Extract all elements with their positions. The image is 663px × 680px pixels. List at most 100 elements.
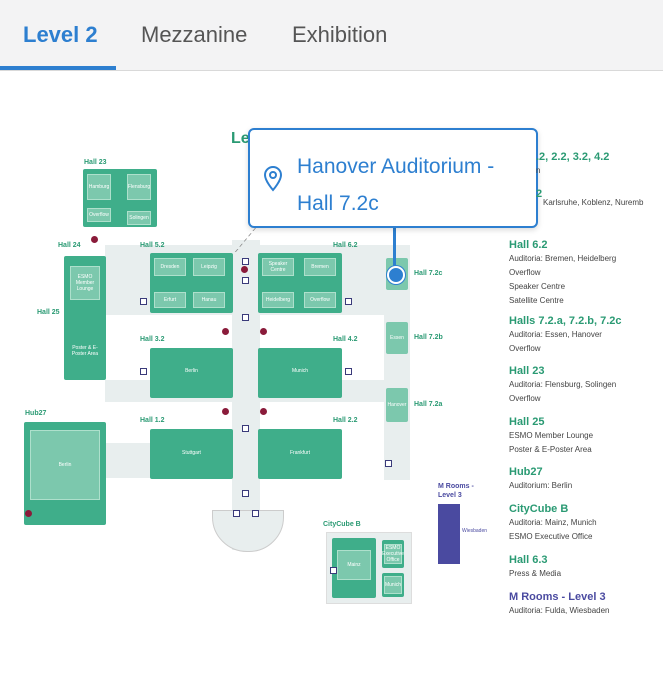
m-rooms-label: M Rooms - Level 3 — [438, 483, 474, 499]
elevator-icon — [140, 368, 147, 375]
legend-line: ESMO Executive Office — [509, 532, 593, 541]
location-pin-icon — [264, 166, 282, 192]
citycube-b-label: CityCube B — [323, 521, 361, 528]
legend-title: .2, 2.2, 3.2, 4.2 — [536, 151, 610, 163]
hall-4-2[interactable] — [258, 348, 342, 398]
elevator-icon — [242, 277, 249, 284]
legend-line: Auditoria: Essen, Hanover — [509, 330, 602, 339]
legend-line: Overflow — [509, 344, 541, 353]
room[interactable]: Overflow — [304, 292, 336, 308]
legend-line: Auditorium: Berlin — [509, 481, 573, 490]
room-label: Poster & E-Poster Area — [71, 345, 99, 357]
restricted-icon — [260, 328, 267, 335]
rotunda — [212, 510, 284, 552]
room-label: Hanover — [387, 402, 407, 408]
room[interactable]: Speaker Centre — [262, 258, 294, 276]
hall-2-2-label: Hall 2.2 — [333, 417, 358, 424]
restricted-icon — [222, 328, 229, 335]
restricted-icon — [241, 266, 248, 273]
legend-entry: Hall 6.2 Auditoria: Bremen, Heidelberg O… — [509, 239, 616, 307]
selected-location-marker[interactable] — [387, 266, 405, 284]
hub27-label: Hub27 — [25, 410, 47, 417]
legend-title: 2 — [536, 188, 543, 200]
legend-entry: Halls 7.2.a, 7.2.b, 7.2c Auditoria: Esse… — [509, 315, 622, 355]
legend-line: Overflow — [509, 268, 541, 277]
hall-7-2a-label: Hall 7.2a — [414, 401, 443, 408]
room[interactable]: Heidelberg — [262, 292, 294, 308]
hall-1-2[interactable] — [150, 429, 233, 479]
hall-7-2a[interactable] — [386, 388, 408, 422]
elevator-icon — [345, 368, 352, 375]
room[interactable]: Hamburg — [87, 174, 111, 200]
hall-25-label: Hall 25 — [37, 309, 60, 316]
elevator-icon — [330, 567, 337, 574]
room[interactable]: Leipzig — [193, 258, 225, 276]
legend-entry: 2 Karlsruhe, Koblenz, Nuremb — [509, 188, 644, 209]
hall-4-2-label: Hall 4.2 — [333, 336, 358, 343]
legend-entry: Hall 23 Auditoria: Flensburg, Solingen O… — [509, 365, 616, 405]
elevator-icon — [242, 490, 249, 497]
legend-line: Overflow — [509, 394, 541, 403]
tab-mezzanine[interactable]: Mezzanine — [141, 22, 248, 47]
elevator-icon — [140, 298, 147, 305]
room[interactable]: Munich — [384, 576, 402, 594]
level-tab-bar: Level 2 Mezzanine Exhibition — [0, 0, 663, 71]
legend-entry: M Rooms - Level 3 Auditoria: Fulda, Wies… — [509, 591, 610, 617]
room[interactable]: Berlin — [30, 430, 100, 500]
hall-23-label: Hall 23 — [84, 159, 107, 166]
elevator-icon — [242, 425, 249, 432]
room-label: Wiesbaden — [462, 528, 488, 534]
room[interactable]: Solingen — [127, 211, 151, 225]
legend-line: n — [536, 166, 541, 175]
floor-map[interactable]: Le Hall 23 Hamburg Flensburg Overflow So… — [0, 70, 663, 680]
hall-24-label: Hall 24 — [58, 242, 81, 249]
room[interactable]: ESMO Member Lounge — [70, 266, 100, 300]
room[interactable]: Bremen — [304, 258, 336, 276]
legend-entry: Hall 25 ESMO Member Lounge Poster & E-Po… — [509, 416, 593, 456]
elevator-icon — [242, 314, 249, 321]
map-title: Le — [231, 130, 250, 147]
elevator-icon — [242, 258, 249, 265]
legend-entry: .2, 2.2, 3.2, 4.2 n — [509, 151, 609, 177]
legend-entry: Hall 6.3 Press & Media — [509, 554, 561, 580]
room[interactable]: Hanau — [193, 292, 225, 308]
tab-level-2[interactable]: Level 2 — [23, 22, 98, 47]
hall-3-2[interactable] — [150, 348, 233, 398]
hall-1-2-label: Hall 1.2 — [140, 417, 165, 424]
pin-stem — [393, 228, 396, 266]
active-tab-indicator — [0, 66, 116, 70]
legend-line: Press & Media — [509, 569, 562, 578]
elevator-icon — [233, 510, 240, 517]
hall-3-2-label: Hall 3.2 — [140, 336, 165, 343]
corridor — [105, 380, 385, 402]
room[interactable]: Dresden — [154, 258, 186, 276]
room-label: Berlin — [185, 368, 198, 374]
elevator-icon — [345, 298, 352, 305]
restricted-icon — [222, 408, 229, 415]
legend-title: Hall 25 — [509, 416, 545, 428]
legend-line: Auditoria: Mainz, Munich — [509, 518, 597, 527]
room[interactable]: Overflow — [87, 208, 111, 222]
hall-7-2c-label: Hall 7.2c — [414, 270, 443, 277]
tab-exhibition[interactable]: Exhibition — [292, 22, 388, 47]
room-label: Frankfurt — [289, 450, 310, 456]
hall-5-2-label: Hall 5.2 — [140, 242, 165, 249]
legend-line: Auditoria: Fulda, Wiesbaden — [509, 606, 610, 615]
legend-line: Karlsruhe, Koblenz, Nuremb — [543, 198, 644, 207]
restricted-icon — [25, 510, 32, 517]
legend-entry: Hub27 Auditorium: Berlin — [509, 466, 572, 492]
room[interactable]: Erfurt — [154, 292, 186, 308]
hall-6-2-label: Hall 6.2 — [333, 242, 358, 249]
elevator-icon — [252, 510, 259, 517]
hall-7-2b[interactable] — [386, 322, 408, 354]
legend-title: M Rooms - Level 3 — [509, 591, 606, 603]
room[interactable]: ESMO Executive Office — [382, 544, 404, 564]
legend-title: Hall 23 — [509, 365, 545, 377]
m-rooms[interactable] — [438, 504, 460, 564]
room[interactable]: Mainz — [337, 550, 371, 580]
room[interactable]: Flensburg — [127, 174, 151, 200]
location-popup[interactable]: Hanover Auditorium - Hall 7.2c — [248, 128, 538, 228]
hall-7-2b-label: Hall 7.2b — [414, 334, 443, 341]
hall-2-2[interactable] — [258, 429, 342, 479]
legend-entry: CityCube B Auditoria: Mainz, Munich ESMO… — [509, 503, 597, 543]
